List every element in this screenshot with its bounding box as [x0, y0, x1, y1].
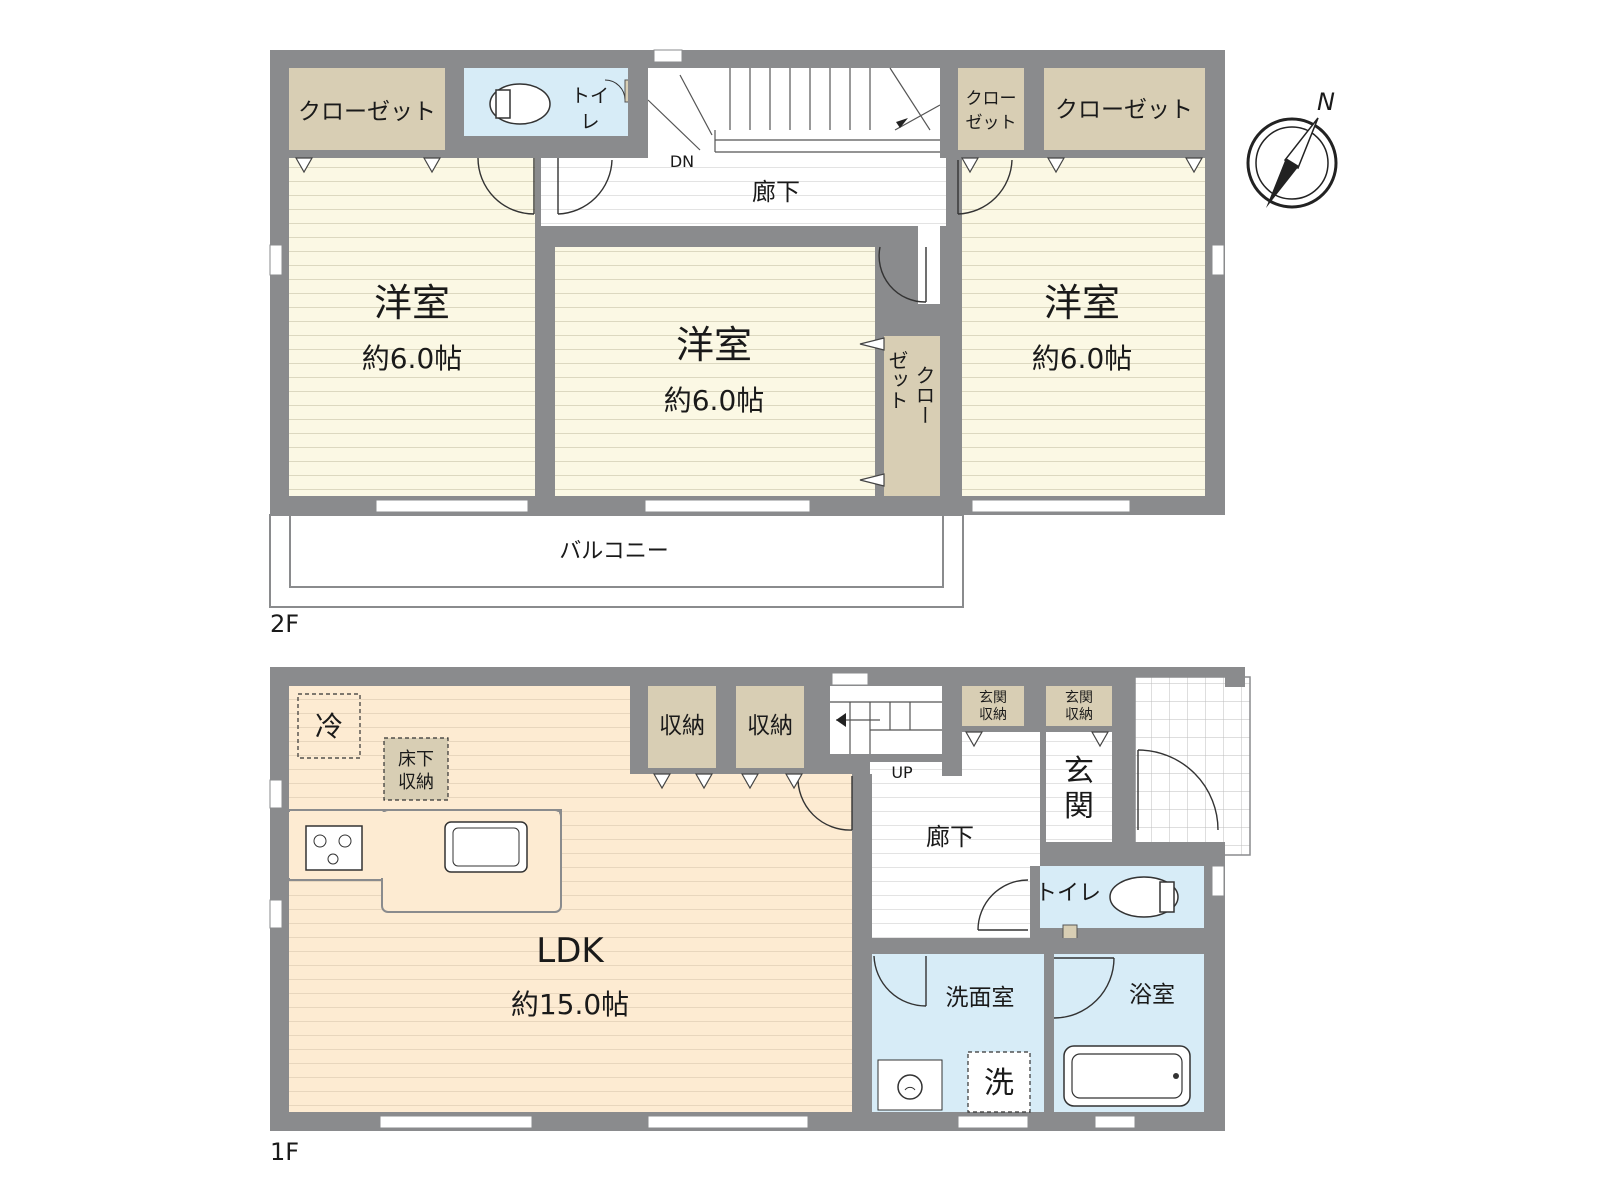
washer-label: 洗 [984, 1066, 1014, 1101]
compass-icon: N [1246, 88, 1338, 209]
floor1-label: 1F [270, 1138, 299, 1166]
underfloor-storage [383, 737, 449, 801]
entrance-label-line1: 玄 [1064, 754, 1094, 789]
floor-2: クローゼット トイ レ DN 廊下 クロー ゼット クローゼット 洋室 約6.0… [269, 49, 1225, 638]
floor2-label: 2F [270, 610, 299, 638]
balcony-label: バルコニー [559, 539, 669, 564]
kitchen-sink-icon [444, 821, 528, 873]
washroom-label: 洗面室 [946, 985, 1015, 1011]
closet-2f-vertical-label-col2: ゼット [885, 350, 909, 410]
storage-1f-2-label: 収納 [747, 713, 793, 739]
toilet-1f-label: トイレ [1035, 881, 1101, 906]
underfloor-storage-label-line2: 収納 [398, 772, 434, 793]
corridor-2f-label: 廊下 [752, 178, 800, 206]
stairs-2f-dn-label: DN [670, 152, 694, 171]
stairs-2f [648, 68, 940, 158]
closet-2f-small-label-line1: クロー [966, 89, 1017, 109]
storage-1f-1 [648, 686, 716, 768]
underfloor-storage-label-line1: 床下 [398, 749, 434, 770]
ldk-size: 約15.0帖 [511, 988, 629, 1021]
entrance-porch [1134, 676, 1251, 856]
toilet-2f-label-line1: トイ [571, 85, 609, 107]
sink-icon [877, 1059, 943, 1111]
bathtub-icon [1063, 1045, 1191, 1107]
compass-north-label: N [1317, 88, 1335, 116]
storage-1f-2 [736, 686, 804, 768]
entrance-storage-1-label-line2: 収納 [979, 707, 1007, 723]
bedroom-right-size: 約6.0帖 [1032, 342, 1133, 375]
corridor-1f-label: 廊下 [926, 823, 974, 851]
washer-space [967, 1051, 1031, 1113]
closet-2f-vertical [884, 336, 940, 496]
entrance-storage-2-label-line2: 収納 [1065, 707, 1093, 723]
bedroom-mid-name: 洋室 [676, 323, 752, 367]
entrance-label-line2: 関 [1064, 789, 1094, 824]
fridge-space [297, 693, 361, 759]
floor-1: 冷 床下 収納 収納 収納 玄関 収納 玄関 収納 UP 玄 関 廊下 トイレ … [269, 667, 1251, 1166]
balcony-2f [269, 514, 964, 608]
storage-1f-1-label: 収納 [659, 713, 705, 739]
closet-2f-vertical-label-col1: クロー [912, 365, 936, 425]
entrance-storage-1-label-line1: 玄関 [979, 689, 1007, 706]
closet-2f-right-label: クローゼット [1055, 97, 1193, 123]
closet-2f-left [289, 68, 445, 150]
stairs-1f-up-label: UP [891, 763, 913, 782]
toilet-2f-label-line2: レ [580, 111, 599, 133]
closet-2f-small [958, 68, 1024, 150]
ldk-name: LDK [536, 931, 605, 971]
bedroom-right-name: 洋室 [1044, 281, 1120, 325]
closet-2f-right [1044, 68, 1205, 150]
bedroom-left-name: 洋室 [374, 281, 450, 325]
entrance-storage-2 [1046, 686, 1112, 726]
entrance-storage-1 [962, 686, 1024, 726]
bedroom-left-size: 約6.0帖 [362, 342, 463, 375]
stove-icon [305, 825, 363, 871]
fridge-label: 冷 [315, 710, 343, 743]
closet-2f-left-label: クローゼット [298, 99, 436, 125]
entrance-storage-2-label-line1: 玄関 [1065, 689, 1093, 706]
closet-2f-small-label-line2: ゼット [966, 113, 1017, 133]
bathroom-label: 浴室 [1129, 982, 1175, 1008]
bedroom-mid-size: 約6.0帖 [664, 384, 765, 417]
